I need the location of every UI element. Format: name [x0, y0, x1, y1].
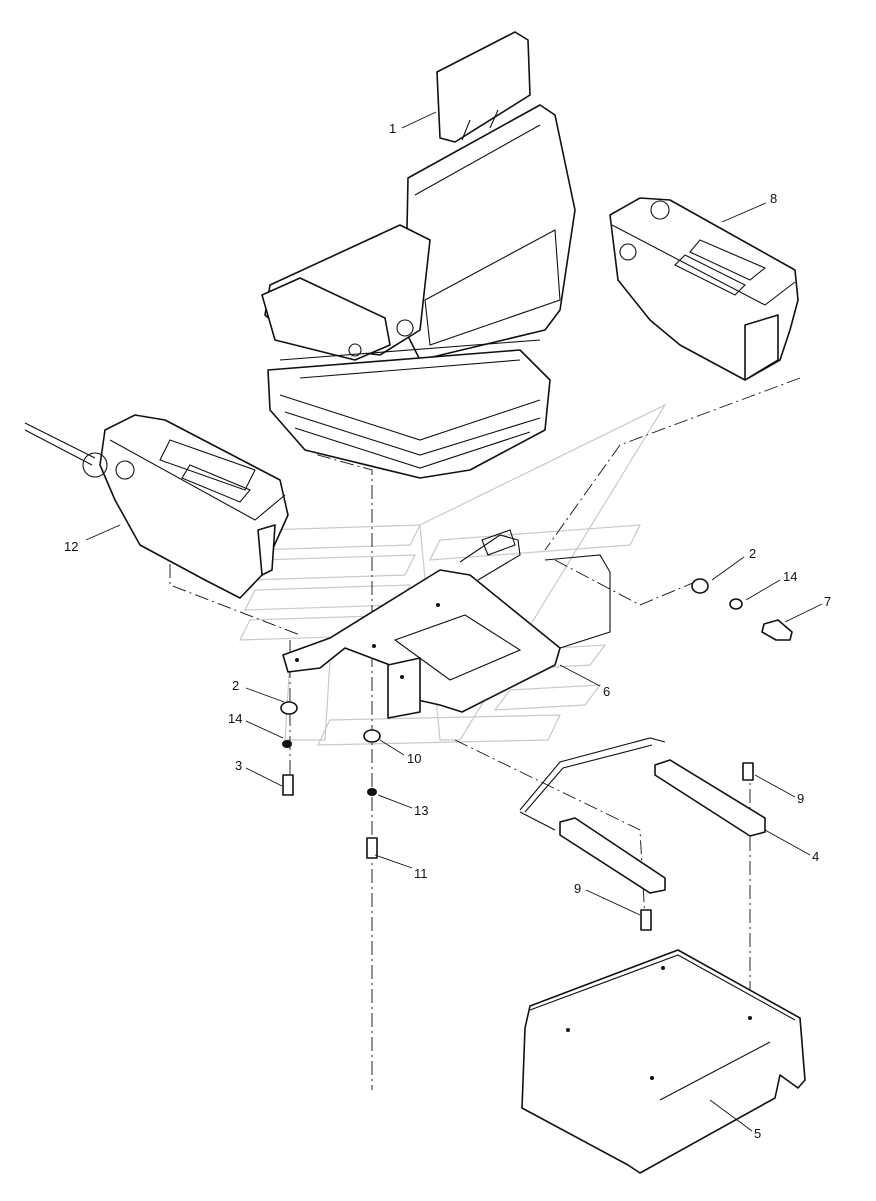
callout-7: 7 [824, 594, 831, 609]
callout-13: 13 [414, 803, 428, 818]
right-console [609, 197, 799, 381]
callout-1: 1 [389, 121, 396, 136]
callout-6: 6 [603, 684, 610, 699]
callout-4: 4 [812, 849, 819, 864]
callout-10: 10 [407, 751, 421, 766]
callout-9: 9 [797, 791, 804, 806]
left-console [24, 414, 289, 599]
leader-lines [85, 111, 823, 1132]
callout-14: 14 [228, 711, 242, 726]
callout-2: 2 [232, 678, 239, 693]
callout-11: 11 [414, 866, 428, 881]
seat-base-frame [521, 949, 806, 1174]
callout-9: 9 [574, 881, 581, 896]
callout-14: 14 [783, 569, 797, 584]
callout-12: 12 [64, 539, 78, 554]
callout-2: 2 [749, 546, 756, 561]
part-callouts: 1 8 12 2 14 7 6 2 14 3 10 13 11 9 4 9 5 [64, 121, 831, 1141]
seat-mounting-plate [282, 529, 611, 719]
operator-seat [261, 31, 576, 479]
seat-slide-rails [519, 737, 766, 894]
fasteners [280, 578, 793, 931]
callout-3: 3 [235, 758, 242, 773]
callout-8: 8 [770, 191, 777, 206]
callout-5: 5 [754, 1126, 761, 1141]
